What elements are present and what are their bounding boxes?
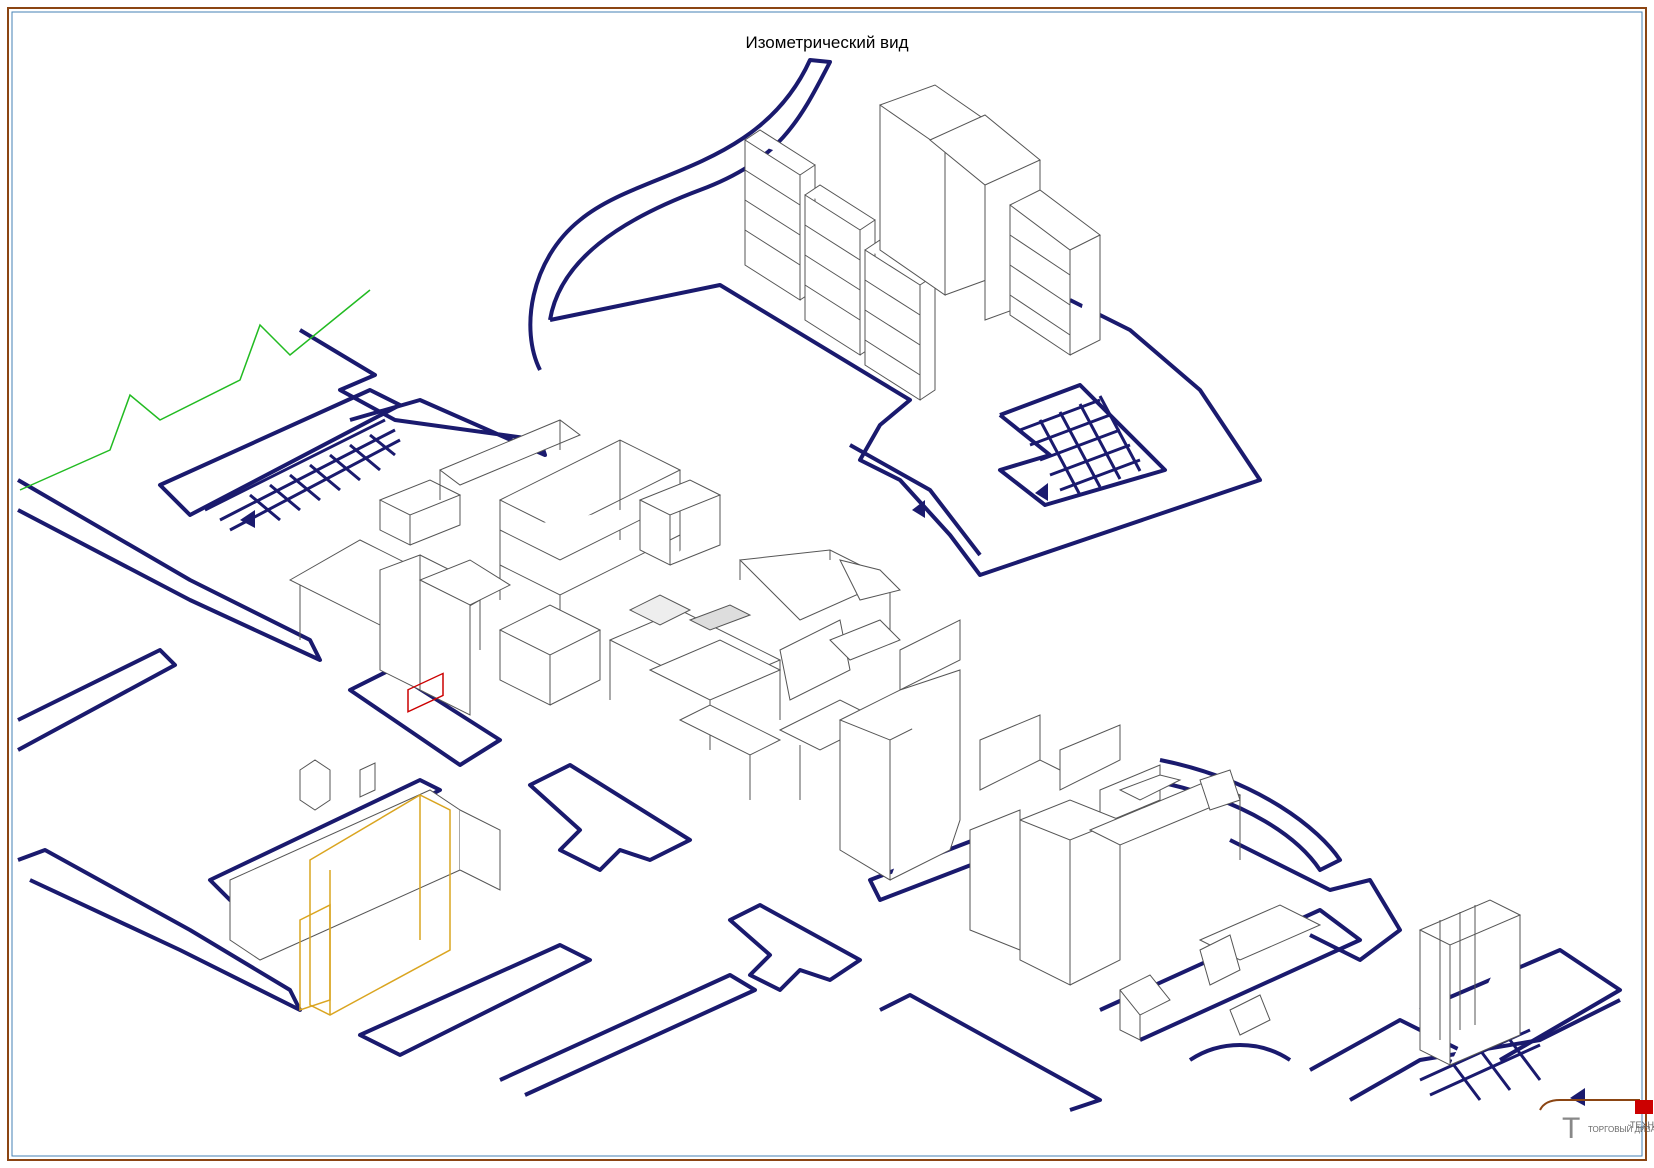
upper-room-inner [849, 443, 982, 557]
grid-left-lines [204, 418, 401, 532]
lower-band-2 [499, 973, 757, 1097]
floor-grids [204, 395, 1542, 1101]
right-room-outline [1229, 838, 1402, 962]
equipment-group [229, 84, 1522, 1066]
lockers [1418, 899, 1522, 1066]
left-grid-frame [158, 388, 402, 517]
svg-text:Т: Т [1562, 1112, 1580, 1145]
break-line [19, 289, 371, 491]
grid-bottom-right-lines [1419, 1028, 1542, 1101]
arrow-bottom-right [1570, 1088, 1585, 1106]
outer-frame [7, 7, 1647, 1161]
refrigerators [838, 669, 1242, 986]
door-curve-bottom [1188, 1043, 1292, 1062]
red-panel [407, 672, 444, 713]
svg-text:ТЕХНО ФУД: ТЕХНО ФУД [1630, 1120, 1654, 1130]
arrow-left-grid [240, 510, 255, 528]
arrow-upper-grid [1035, 483, 1048, 501]
inner-frame [11, 11, 1643, 1157]
storage-shelving-upper [744, 129, 936, 401]
curved-wall-right [1149, 758, 1342, 872]
highlighted-partition [299, 794, 451, 1016]
left-block-b [348, 668, 502, 767]
arrows [240, 483, 1585, 1106]
lower-band-1 [358, 943, 592, 1057]
left-wall-top [298, 328, 547, 457]
lower-left-room [229, 759, 501, 961]
room-box-left [208, 778, 442, 902]
cold-room-cabinets [878, 84, 1101, 356]
lower-cross-1 [528, 763, 692, 872]
grid-upper-right-lines [1019, 395, 1142, 496]
drawing-title: Изометрический вид [745, 33, 909, 52]
lower-right-band [879, 993, 1102, 1112]
left-wall-corridor [16, 478, 322, 662]
arrow-upper-room [912, 500, 925, 518]
lower-cross-2 [728, 903, 862, 992]
company-logo: Т ТОРГОВЫЙ ДИЗАЙН ТЕХНО ФУД [1539, 1099, 1654, 1145]
curved-wall-upper [528, 58, 832, 371]
lower-left-wall [17, 848, 302, 1012]
left-block-a [17, 648, 177, 752]
cooking-line [608, 549, 961, 800]
svg-text:ТОРГОВЫЙ ДИЗАЙН: ТОРГОВЫЙ ДИЗАЙН [1588, 1125, 1654, 1134]
office-desk [1119, 904, 1322, 1041]
kitchen-line-left [288, 419, 722, 716]
